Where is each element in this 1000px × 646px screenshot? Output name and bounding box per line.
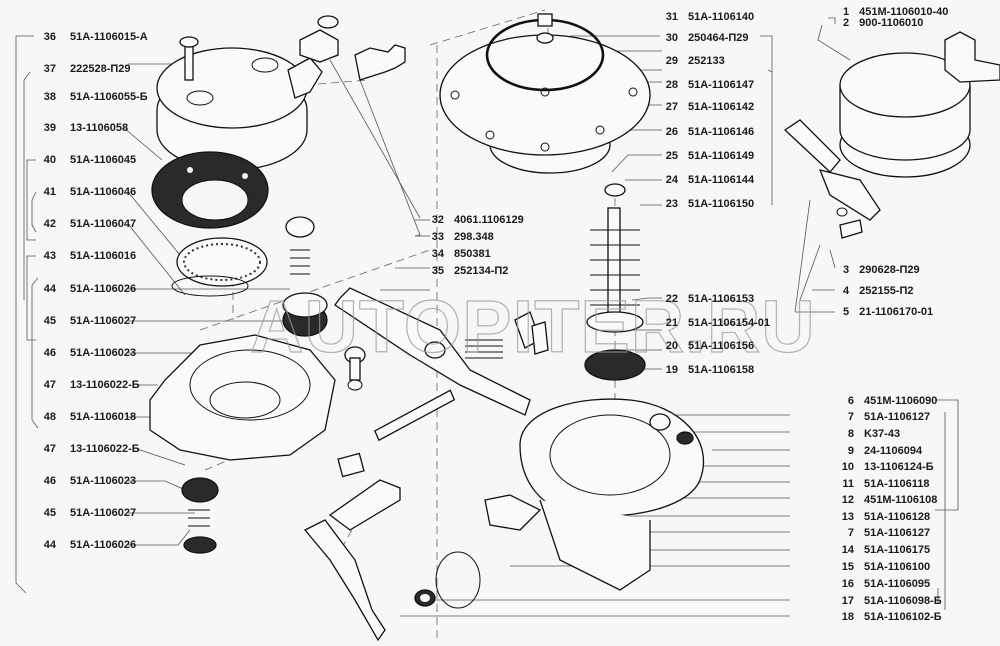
top-cover-part	[156, 36, 323, 171]
left-brackets	[15, 35, 39, 594]
pump-body-part	[149, 334, 336, 461]
assembled-pump-part	[783, 31, 1000, 239]
elbow-fitting-part	[299, 15, 406, 81]
lever-arm-part	[334, 287, 541, 416]
valve-spring-part	[181, 216, 328, 554]
shaft-lever-part	[303, 321, 549, 642]
lower-housing-part	[484, 398, 705, 591]
gasket-part	[151, 151, 269, 229]
filter-screen-part	[171, 237, 268, 297]
diaphragm-part	[439, 13, 651, 174]
